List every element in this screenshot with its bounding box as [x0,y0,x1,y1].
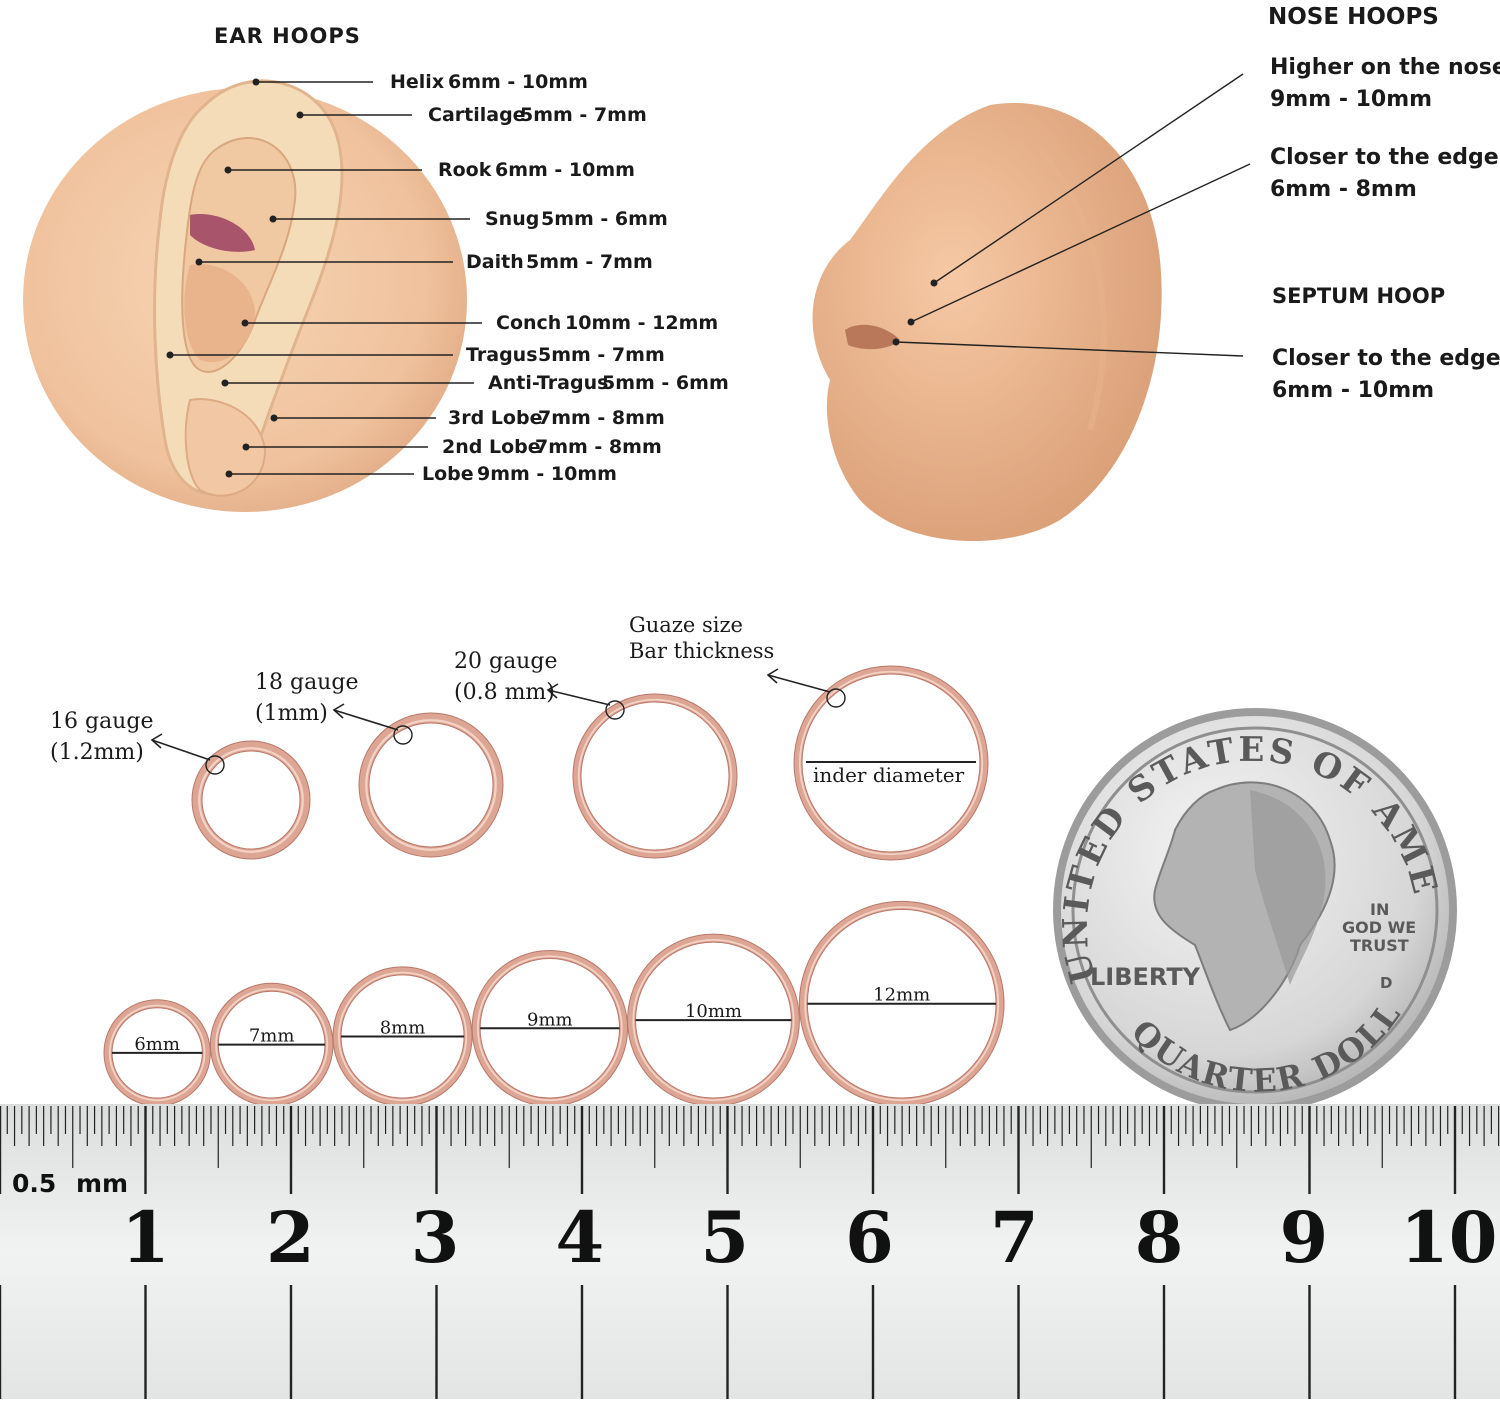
size-label: 12mm [873,985,930,1006]
bar-label-1: Guaze size [629,613,743,637]
size-hoop-10mm: 10mm [632,938,796,1102]
ear-point-dot [270,216,277,223]
bar-label-2: Bar thickness [629,639,774,663]
coin-liberty: LIBERTY [1090,963,1201,991]
nose-label-size: 9mm - 10mm [1270,87,1432,112]
gauge-arrow [334,710,398,730]
nose-label-location: Closer to the edge [1270,145,1499,170]
ear-label-name: Helix [390,71,444,93]
size-label: 6mm [134,1034,180,1055]
ruler-number-5: 5 [700,1196,749,1279]
ruler-unit: mm [76,1169,128,1198]
ear-point-dot [253,79,260,86]
septum-location: Closer to the edge [1272,346,1500,371]
ear-label-size: 5mm - 7mm [526,251,653,273]
ear-label-size: 5mm - 6mm [602,372,729,394]
size-label: 10mm [685,1001,742,1022]
gauge-mm-label: (1mm) [255,701,328,726]
gauge-hoop-0: 16 gauge (1.2mm) [50,709,305,854]
ear-label-size: 5mm - 7mm [520,104,647,126]
gauge-label: 18 gauge [255,670,358,695]
ear-label-size: 9mm - 10mm [477,463,617,485]
nose-label-location: Higher on the nose [1270,55,1500,80]
nose-label-size: 6mm - 8mm [1270,177,1417,202]
nose-point-dot [908,319,915,326]
gauge-hoop-2: 20 gauge (0.8 mm) [454,649,733,854]
ruler-number-9: 9 [1280,1196,1329,1279]
diameter-label: inder diameter [813,763,965,787]
ruler: 0.5 mm 1 2 3 4 5 6 7 8 9 10 [0,1104,1500,1399]
ear-label-size: 6mm - 10mm [448,71,588,93]
ear-label-size: 6mm - 10mm [495,159,635,181]
ear-point-dot [297,112,304,119]
size-hoop-6mm: 6mm [108,1004,206,1102]
ear-label-name: Snug [485,208,539,230]
ear-point-dot [243,444,250,451]
ruler-number-4: 4 [556,1196,605,1279]
ear-label-name: Conch [496,312,561,334]
ear-label-name: Rook [438,159,492,181]
gauge-label: 20 gauge [454,649,557,674]
coin-motto-2: GOD WE [1342,918,1416,937]
ruler-unit-value: 0.5 [12,1169,56,1198]
nose-shape [813,103,1162,541]
size-hoop-12mm: 12mm [803,905,1000,1102]
septum-heading: SEPTUM HOOP [1272,284,1445,308]
ear-heading: EAR HOOPS [214,24,361,48]
coin-motto-3: TRUST [1350,936,1409,955]
gauge-hoop-row: 16 gauge (1.2mm) 18 gauge (1mm) 20 gauge (0.8… [50,649,984,856]
ruler-number-6: 6 [845,1196,894,1279]
size-hoop-8mm: 8mm [337,971,468,1102]
ear-point-dot [167,352,174,359]
coin-motto-1: IN [1370,900,1389,919]
gauge-mm-label: (0.8 mm) [454,680,555,705]
ear-label-name: Lobe [422,463,474,485]
size-hoop-9mm: 9mm [476,955,623,1102]
nose-heading: NOSE HOOPS [1268,4,1439,30]
ear-label-name: 2nd Lobe [442,436,541,458]
ear-point-dot [242,320,249,327]
gauge-mm-label: (1.2mm) [50,740,144,765]
septum-size: 6mm - 10mm [1272,378,1434,403]
ear-point-dot [271,415,278,422]
ear-label-name: Anti-Tragus [488,372,608,394]
ruler-number-7: 7 [990,1196,1039,1279]
ruler-number-2: 2 [266,1196,315,1279]
gauge-arrow [152,740,210,760]
ear-label-name: Tragus [466,344,538,366]
size-hoop-7mm: 7mm [214,987,329,1102]
gauge-label: 16 gauge [50,709,153,734]
size-label: 7mm [249,1026,295,1047]
coin-mint-mark: D [1380,974,1392,992]
ear-label-size: 10mm - 12mm [565,312,718,334]
ear-point-dot [225,167,232,174]
nose-point-dot [931,280,938,287]
ear-label-size: 7mm - 8mm [535,436,662,458]
nose-illustration [813,103,1162,541]
ruler-number-1: 1 [121,1196,170,1279]
ruler-number-10: 10 [1400,1196,1497,1279]
septum-point-dot [893,339,900,346]
ruler-number-8: 8 [1135,1196,1184,1279]
size-label: 8mm [380,1017,426,1038]
ruler-number-3: 3 [411,1196,460,1279]
ear-label-name: Daith [466,251,524,273]
ear-label-size: 5mm - 6mm [541,208,668,230]
ear-label-name: 3rd Lobe [448,407,542,429]
ruler-body [0,1104,1500,1399]
ear-label-size: 7mm - 8mm [538,407,665,429]
ear-point-dot [226,471,233,478]
ear-point-dot [222,380,229,387]
ear-label-name: Cartilage [428,104,526,126]
ear-label-size: 5mm - 7mm [538,344,665,366]
size-label: 9mm [527,1009,573,1030]
size-hoop-row: 6mm 7mm 8mm 9mm 10mm 12mm [108,905,1000,1102]
ear-point-dot [196,259,203,266]
